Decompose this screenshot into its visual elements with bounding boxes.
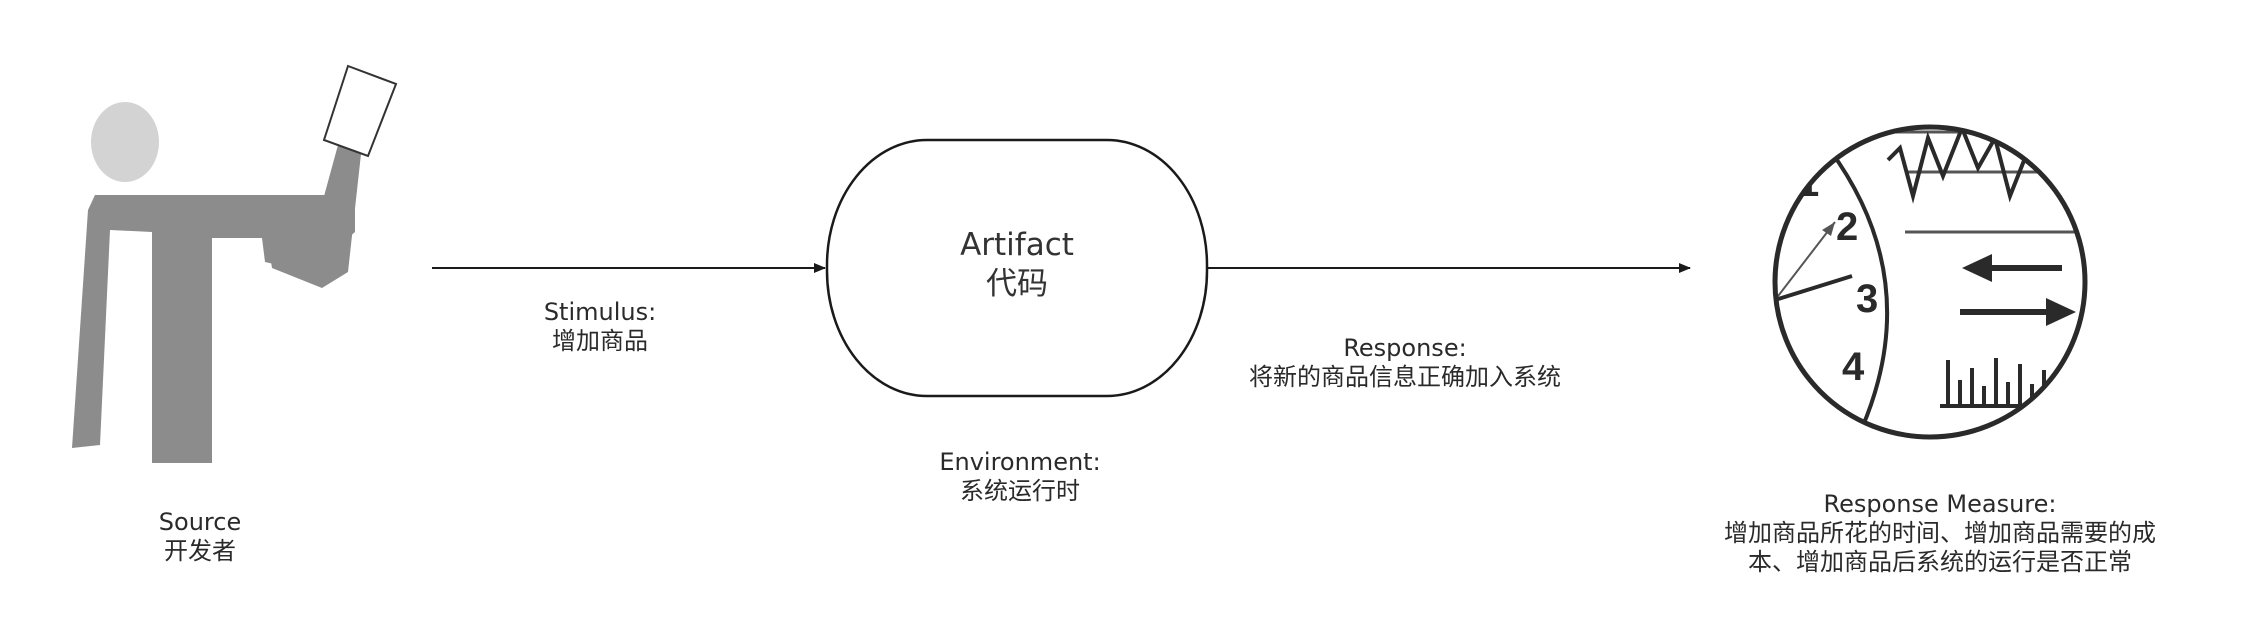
environment-value: 系统运行时	[960, 477, 1080, 505]
source-label: Source	[158, 508, 242, 536]
person-holding-paper-icon	[72, 64, 398, 463]
source-value: 开发者	[164, 537, 236, 565]
source-label-block: Source 开发者	[110, 508, 290, 566]
artifact-label-block: Artifact 代码	[917, 226, 1117, 304]
gauge-rim	[1772, 124, 2088, 440]
response-label-block: Response: 将新的商品信息正确加入系统	[1210, 334, 1600, 392]
response-measure-label-block: Response Measure: 增加商品所花的时间、增加商品需要的成 本、增…	[1660, 490, 2220, 577]
person-arm-raised	[262, 145, 362, 288]
artifact-value: 代码	[986, 266, 1048, 302]
dial-number-4: 4	[1842, 345, 1865, 389]
response-value: 将新的商品信息正确加入系统	[1249, 363, 1561, 391]
artifact-label: Artifact	[960, 227, 1074, 263]
dial-number-2: 2	[1836, 205, 1858, 249]
person-body	[72, 195, 355, 463]
person-head	[91, 102, 159, 182]
paper-icon	[322, 64, 398, 158]
response-measure-label: Response Measure:	[1823, 490, 2057, 518]
response-label: Response:	[1343, 334, 1467, 362]
stimulus-value: 增加商品	[552, 327, 648, 355]
dial-number-3: 3	[1856, 277, 1878, 321]
environment-label: Environment:	[939, 448, 1101, 476]
stimulus-label-block: Stimulus: 增加商品	[510, 298, 690, 356]
response-measure-line-1: 增加商品所花的时间、增加商品需要的成	[1724, 519, 2156, 547]
stimulus-label: Stimulus:	[543, 298, 657, 326]
measurement-gauge-icon: 1 2 3 4	[1772, 124, 2088, 440]
response-measure-line-2: 本、增加商品后系统的运行是否正常	[1748, 548, 2132, 576]
environment-label-block: Environment: 系统运行时	[900, 448, 1140, 506]
